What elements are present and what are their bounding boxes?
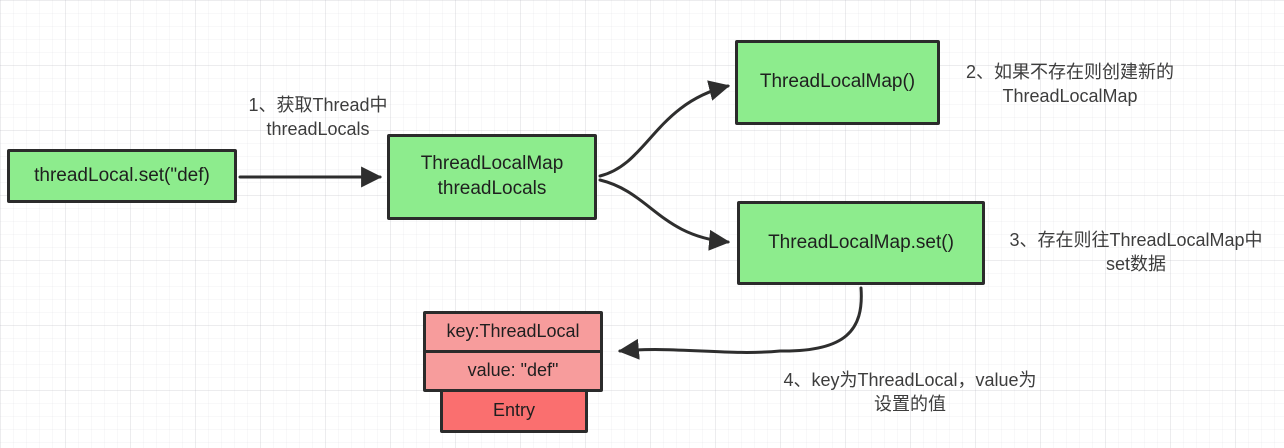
- node-entry-label: Entry: [492, 400, 535, 421]
- annotation-step1-line2: threadLocals: [266, 119, 370, 140]
- node-threadlocalmap-set-label: ThreadLocalMap.set(): [768, 231, 954, 253]
- annotation-step2-line2: ThreadLocalMap: [1002, 86, 1138, 107]
- node-entry-key: key:ThreadLocal: [423, 311, 603, 353]
- node-threadlocalmap-constructor-label: ThreadLocalMap(): [759, 71, 916, 93]
- node-threadlocalmap-set: ThreadLocalMap.set(): [737, 201, 985, 285]
- annotation-step3-line1: 3、存在则往ThreadLocalMap中: [1009, 230, 1263, 250]
- node-entry: Entry: [440, 389, 588, 433]
- annotation-step4: 4、key为ThreadLocal，value为 设置的值: [748, 368, 1072, 417]
- node-threadlocalmap-threadlocals: ThreadLocalMap threadLocals: [387, 134, 597, 220]
- annotation-step2-line1: 2、如果不存在则创建新的: [965, 62, 1174, 82]
- arrow-map-to-new: [598, 80, 731, 178]
- annotation-step4-line2: 设置的值: [874, 394, 946, 415]
- node-threadlocalmap-constructor: ThreadLocalMap(): [735, 40, 940, 125]
- node-threadlocal-set-label: threadLocal.set("def): [34, 164, 210, 186]
- node-threadlocalmap-line2: threadLocals: [437, 178, 547, 199]
- annotation-step1-line1: 1、获取Thread中: [248, 95, 388, 115]
- node-entry-value: value: "def": [423, 350, 603, 392]
- arrow-map-to-setfn: [598, 178, 731, 251]
- annotation-step4-line1: 4、key为ThreadLocal，value为: [783, 370, 1037, 390]
- annotation-step3: 3、存在则往ThreadLocalMap中 set数据: [988, 228, 1284, 277]
- node-entry-key-label: key:ThreadLocal: [446, 321, 580, 342]
- node-threadlocalmap-line1: ThreadLocalMap: [420, 153, 564, 175]
- node-entry-value-label: value: "def": [467, 360, 559, 381]
- annotation-step1: 1、获取Thread中 threadLocals: [226, 93, 410, 142]
- node-threadlocal-set: threadLocal.set("def): [7, 149, 237, 203]
- annotation-step3-line2: set数据: [1105, 254, 1166, 275]
- annotation-step2: 2、如果不存在则创建新的 ThreadLocalMap: [950, 60, 1190, 109]
- arrow-setfn-to-entry: [617, 286, 863, 360]
